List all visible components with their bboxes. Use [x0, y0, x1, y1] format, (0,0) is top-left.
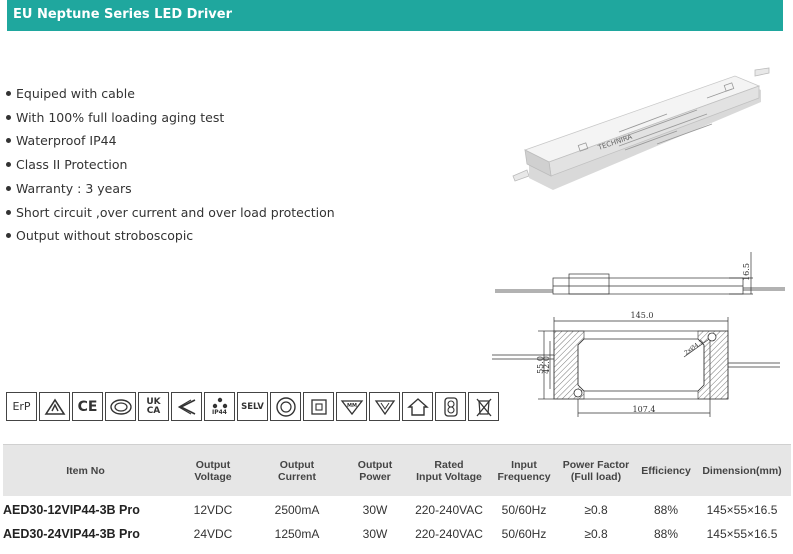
- bullet-icon: [6, 91, 11, 96]
- feature-item: Waterproof IP44: [6, 129, 335, 153]
- ce-icon: CE: [72, 392, 103, 421]
- side-view-drawing: 16.5: [495, 252, 785, 295]
- rohs-icon: [105, 392, 136, 421]
- spec-table-header: Item No Output Voltage Output Current Ou…: [3, 444, 791, 496]
- cell-dimension: 145×55×16.5: [706, 527, 778, 541]
- bullet-icon: [6, 209, 11, 215]
- bullet-icon: [6, 185, 11, 191]
- weee-arrows-icon: [171, 392, 202, 421]
- hole-spacing-label: 107.4: [633, 405, 656, 414]
- product-image: TECHNIRA: [512, 67, 770, 190]
- feature-item: With 100% full loading aging test: [6, 106, 335, 130]
- col-header-output-current: Output Current: [278, 458, 316, 483]
- selv-icon: SELV: [237, 392, 268, 421]
- width-outer-label: 55.0: [536, 356, 545, 374]
- table-row: AED30-24VIP44-3B Pro 24VDC 1250mA 30W 22…: [3, 524, 791, 544]
- cell-output-power: 30W: [362, 527, 388, 541]
- width-inner-label: 42.0: [542, 356, 551, 374]
- certification-icons: ErP CE UK CA IP44 SELV MM: [6, 392, 499, 421]
- indoor-house-icon: [402, 392, 433, 421]
- cell-efficiency: 88%: [653, 503, 679, 517]
- col-header-rated-input-voltage: Rated Input Voltage: [416, 458, 482, 483]
- top-view-drawing: 145.0 55.0 42.0 2xØ4.3 107.4: [492, 311, 780, 417]
- cell-output-voltage: 12VDC: [193, 503, 233, 517]
- feature-item: Class II Protection: [6, 153, 335, 177]
- cell-output-power: 30W: [362, 503, 388, 517]
- bullet-icon: [6, 114, 11, 120]
- double-insulation-icon: [303, 392, 334, 421]
- cell-power-factor: ≥0.8: [584, 527, 608, 541]
- cell-input-frequency: 50/60Hz: [501, 503, 547, 517]
- ukca-icon: UK CA: [138, 392, 169, 421]
- col-header-efficiency: Efficiency: [641, 464, 691, 477]
- cell-rated-input-voltage: 220-240VAC: [415, 527, 483, 541]
- col-header-dimension: Dimension(mm): [702, 464, 782, 477]
- col-header-output-voltage: Output Voltage: [194, 458, 232, 483]
- col-header-output-power: Output Power: [357, 458, 393, 483]
- class2-icon: [270, 392, 301, 421]
- cell-power-factor: ≥0.8: [584, 503, 608, 517]
- page-title: EU Neptune Series LED Driver: [13, 7, 233, 22]
- col-header-item-no: Item No: [66, 464, 105, 477]
- bullet-icon: [6, 162, 11, 168]
- length-dimension-label: 145.0: [631, 311, 654, 320]
- cell-dimension: 145×55×16.5: [706, 503, 778, 517]
- height-dimension-label: 16.5: [742, 263, 751, 281]
- feature-item: Output without stroboscopic: [6, 224, 335, 248]
- wheelie-bin-icon: [468, 392, 499, 421]
- ip44-icon: IP44: [204, 392, 235, 421]
- col-header-input-frequency: Input Frequency: [497, 458, 551, 483]
- rcm-icon: [39, 392, 70, 421]
- feature-item: Equiped with cable: [6, 82, 335, 106]
- feature-list: Equiped with cable With 100% full loadin…: [6, 82, 335, 248]
- cell-rated-input-voltage: 220-240VAC: [415, 503, 483, 517]
- erp-icon: ErP: [6, 392, 37, 421]
- cell-output-voltage: 24VDC: [193, 527, 233, 541]
- col-header-power-factor: Power Factor (Full load): [562, 458, 630, 483]
- feature-item: Short circuit ,over current and over loa…: [6, 201, 335, 225]
- svg-text:MM: MM: [347, 403, 357, 409]
- cell-item-no: AED30-24VIP44-3B Pro: [3, 527, 140, 541]
- cell-input-frequency: 50/60Hz: [501, 527, 547, 541]
- cell-output-current: 2500mA: [274, 503, 320, 517]
- safety-transformer-icon: [435, 392, 466, 421]
- bullet-icon: [6, 138, 11, 144]
- bullet-icon: [6, 233, 11, 239]
- feature-item: Warranty : 3 years: [6, 177, 335, 201]
- header-bar: EU Neptune Series LED Driver: [7, 0, 783, 31]
- furniture-mm-icon: MM: [336, 392, 367, 421]
- furniture-triangle-icon: [369, 392, 400, 421]
- cell-efficiency: 88%: [653, 527, 679, 541]
- table-row: AED30-12VIP44-3B Pro 12VDC 2500mA 30W 22…: [3, 500, 791, 520]
- cell-output-current: 1250mA: [274, 527, 320, 541]
- cell-item-no: AED30-12VIP44-3B Pro: [3, 503, 140, 517]
